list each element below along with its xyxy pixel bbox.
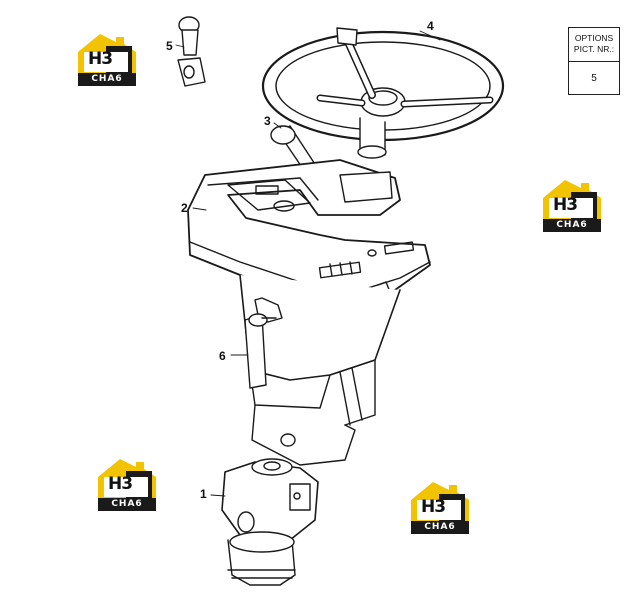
watermark-mark: H3 [553, 195, 578, 215]
watermark-logo: H3 CHA6 [541, 178, 603, 238]
callout-1: 1 [200, 487, 207, 501]
watermark-house-icon [98, 459, 156, 498]
callout-4: 4 [427, 19, 434, 33]
watermark-mark: H3 [421, 497, 446, 517]
leader-lines [175, 30, 441, 497]
watermark-logo: H3 CHA6 [76, 32, 138, 92]
watermark-house-icon [78, 34, 136, 73]
tilt-handle [244, 313, 277, 389]
options-value: 5 [591, 73, 597, 84]
steering-console [187, 159, 431, 306]
watermark-caption: CHA6 [411, 521, 469, 534]
options-label: OPTIONS PICT. NR.: [569, 28, 619, 55]
watermark-caption: CHA6 [543, 219, 601, 232]
watermark-house-icon [411, 482, 469, 521]
options-divider [569, 61, 619, 62]
callout-5: 5 [166, 39, 173, 53]
watermark-house-icon [543, 180, 601, 219]
watermark-logo: H3 CHA6 [96, 457, 158, 517]
options-line-1: OPTIONS [574, 33, 614, 43]
steering-unit [221, 458, 319, 586]
watermark-mark: H3 [108, 474, 133, 494]
options-box: OPTIONS PICT. NR.: 5 [568, 27, 620, 95]
watermark-caption: CHA6 [98, 498, 156, 511]
callout-2: 2 [181, 201, 188, 215]
callout-3: 3 [264, 114, 271, 128]
watermark-logo: H3 CHA6 [409, 480, 471, 540]
watermark-mark: H3 [88, 49, 113, 69]
small-knob [177, 16, 206, 87]
steering-wheel [261, 27, 505, 159]
callout-6: 6 [219, 349, 226, 363]
options-line-2: PICT. NR.: [573, 44, 615, 54]
watermark-caption: CHA6 [78, 73, 136, 86]
